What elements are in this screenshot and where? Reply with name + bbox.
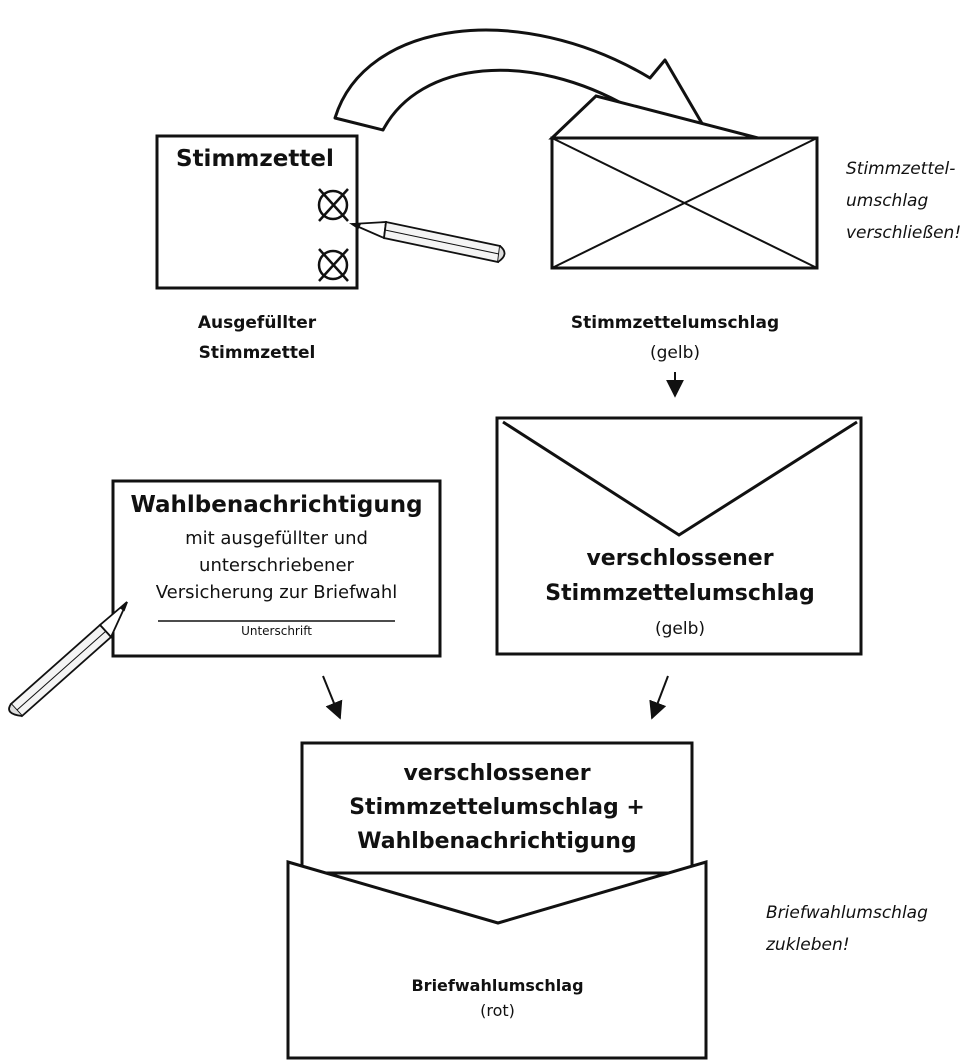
- ballot-envelope-instruction-line2: umschlag: [846, 191, 929, 211]
- ballot-envelope-color: (gelb): [649, 343, 701, 363]
- curved-arrow-icon: [333, 28, 709, 134]
- ballot-caption-line2: Stimmzettel: [198, 343, 316, 363]
- postal-envelope-label: Briefwahlumschlag: [411, 976, 584, 995]
- envelope-icon: [286, 741, 708, 1060]
- pencil-icon: [8, 601, 128, 718]
- sealed-envelope-line2: Stimmzettelumschlag: [545, 581, 815, 606]
- ballot-caption-line1: Ausgefüllter: [197, 313, 317, 333]
- ballot-title: Stimmzettel: [176, 146, 334, 172]
- envelope-icon: [548, 94, 819, 270]
- notification-line3: Versicherung zur Briefwahl: [155, 582, 398, 603]
- postal-instruction-line2: zukleben!: [766, 935, 850, 955]
- notification-line1: mit ausgefüllter und: [185, 528, 368, 549]
- notification-title: Wahlbenachrichtigung: [130, 492, 423, 518]
- postal-content-line1: verschlossener: [403, 761, 591, 786]
- ballot-cross-mark-icon: [317, 248, 349, 282]
- postal-content-line3: Wahlbenachrichtigung: [357, 829, 637, 854]
- ballot-envelope-instruction-line3: verschließen!: [846, 223, 962, 243]
- ballot-envelope-instruction-line1: Stimmzettel-: [846, 159, 956, 179]
- notification-card: [111, 479, 442, 658]
- postal-content-line2: Stimmzettelumschlag +: [349, 795, 645, 820]
- ballot-cross-mark-icon: [317, 188, 349, 222]
- pencil-icon: [349, 220, 506, 264]
- notification-line2: unterschriebener: [199, 555, 354, 576]
- sealed-envelope-line1: verschlossener: [586, 546, 774, 571]
- sealed-envelope-color: (gelb): [654, 619, 706, 639]
- ballot-envelope-label: Stimmzettelumschlag: [570, 313, 780, 333]
- postal-instruction-line1: Briefwahlumschlag: [766, 903, 928, 923]
- down-arrow-icon: [649, 675, 669, 720]
- signature-label: Unterschrift: [241, 624, 312, 638]
- down-arrow-icon: [322, 675, 343, 720]
- envelope-icon: [495, 416, 863, 656]
- postal-envelope-color: (rot): [480, 1001, 515, 1020]
- ballot-card: [155, 134, 359, 290]
